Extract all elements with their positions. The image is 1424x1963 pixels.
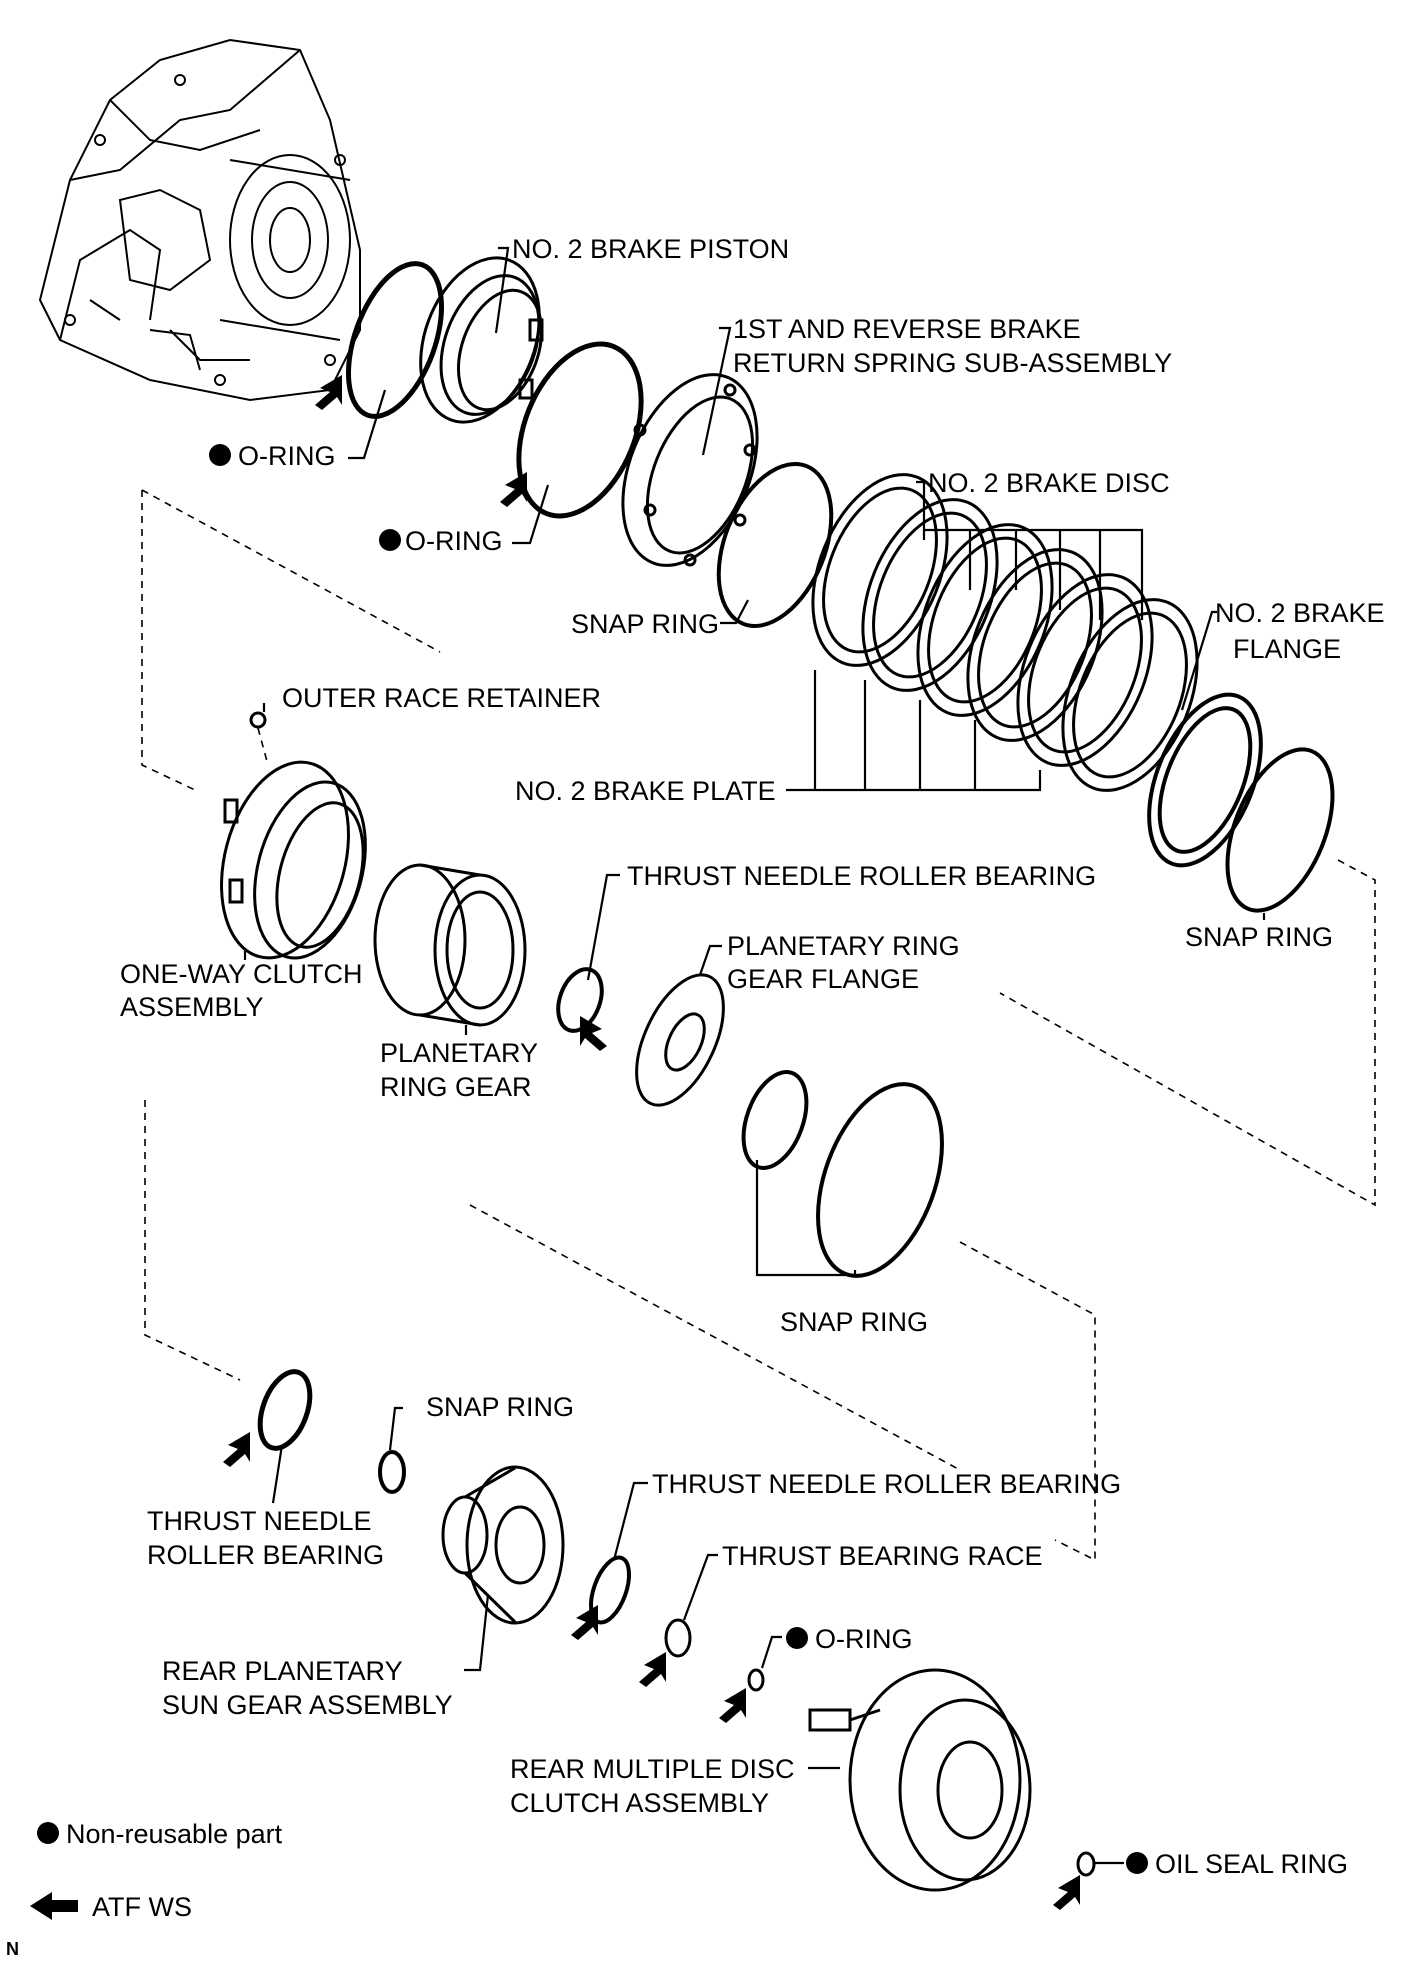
label-no2-brake-flange-line2: FLANGE <box>1233 634 1341 664</box>
planetary-flange-part <box>635 973 725 1107</box>
label-planetary-ring-line1: PLANETARY <box>380 1038 538 1068</box>
brake-flange-part <box>1147 692 1263 868</box>
label-thrust-race: THRUST BEARING RACE <box>722 1541 1043 1571</box>
brake-piston-part <box>419 256 544 424</box>
snap-ring-4-part <box>816 1082 944 1278</box>
legend: Non-reusable part ATF WS <box>30 1819 283 1922</box>
label-o-ring-2: O-RING <box>405 526 503 556</box>
o-ring-3-part <box>747 1668 765 1692</box>
label-thrust-needle-2-line2: ROLLER BEARING <box>147 1540 384 1570</box>
label-planetary-flange-line1: PLANETARY RING <box>727 931 960 961</box>
label-no2-brake-disc: NO. 2 BRAKE DISC <box>928 468 1170 498</box>
alignment-guides <box>141 489 1376 1562</box>
transaxle-case-illustration <box>38 38 361 402</box>
atf-arrows <box>223 375 1080 1910</box>
legend-non-reusable-icon <box>37 1822 59 1844</box>
label-planetary-ring-line2: RING GEAR <box>380 1072 532 1102</box>
label-return-spring-line1: 1ST AND REVERSE BRAKE <box>733 314 1081 344</box>
one-way-clutch-part <box>220 760 367 960</box>
label-rear-clutch-line1: REAR MULTIPLE DISC <box>510 1754 795 1784</box>
label-rear-sun-line2: SUN GEAR ASSEMBLY <box>162 1690 453 1720</box>
legend-atf-label: ATF WS <box>92 1892 192 1922</box>
label-snap-ring-1: SNAP RING <box>571 609 719 639</box>
o-ring-1-part <box>346 261 444 419</box>
label-oil-seal-ring: OIL SEAL RING <box>1155 1849 1348 1879</box>
label-no2-brake-flange-line1: NO. 2 BRAKE <box>1215 598 1385 628</box>
non-reusable-dot-3 <box>786 1627 808 1649</box>
label-thrust-needle-3: THRUST NEEDLE ROLLER BEARING <box>652 1469 1121 1499</box>
label-planetary-flange-line2: GEAR FLANGE <box>727 964 919 994</box>
label-no2-brake-plate: NO. 2 BRAKE PLATE <box>515 776 776 806</box>
label-thrust-needle-1: THRUST NEEDLE ROLLER BEARING <box>627 861 1096 891</box>
snap-ring-2-part <box>1225 747 1335 913</box>
label-rear-sun-line1: REAR PLANETARY <box>162 1656 403 1686</box>
non-reusable-dot-1 <box>209 444 231 466</box>
label-snap-ring-4: SNAP RING <box>426 1392 574 1422</box>
label-o-ring-1: O-RING <box>238 441 336 471</box>
thrust-bearing-2-part <box>257 1369 313 1451</box>
return-spring-part <box>621 373 759 567</box>
legend-atf-arrow-icon <box>30 1892 78 1920</box>
diagram-code: N <box>6 1939 19 1959</box>
rear-clutch-part <box>808 1668 1032 1892</box>
non-reusable-dot-2 <box>379 529 401 551</box>
brake-disc-stack-part <box>811 473 1199 792</box>
label-rear-clutch-line2: CLUTCH ASSEMBLY <box>510 1788 769 1818</box>
thrust-bearing-1-part <box>556 967 604 1033</box>
label-snap-ring-3: SNAP RING <box>780 1307 928 1337</box>
thrust-bearing-3-part <box>588 1555 632 1625</box>
thrust-race-part <box>664 1618 692 1658</box>
label-thrust-needle-2-line1: THRUST NEEDLE <box>147 1506 372 1536</box>
oil-seal-ring-part <box>1076 1851 1096 1877</box>
outer-race-retainer-part <box>249 711 267 729</box>
label-one-way-line2: ASSEMBLY <box>120 992 264 1022</box>
label-snap-ring-2: SNAP RING <box>1185 922 1333 952</box>
label-outer-race-retainer: OUTER RACE RETAINER <box>282 683 601 713</box>
o-ring-2-part <box>516 341 644 519</box>
snap-ring-5-part <box>378 1450 406 1494</box>
rear-sun-gear-part <box>441 1465 565 1625</box>
snap-ring-3-part <box>741 1070 809 1170</box>
label-o-ring-3: O-RING <box>815 1624 913 1654</box>
label-no2-brake-piston: NO. 2 BRAKE PISTON <box>512 234 789 264</box>
label-one-way-line1: ONE-WAY CLUTCH <box>120 959 363 989</box>
snap-ring-1-part <box>716 461 834 629</box>
non-reusable-dot-4 <box>1126 1852 1148 1874</box>
label-return-spring-line2: RETURN SPRING SUB-ASSEMBLY <box>733 348 1172 378</box>
leader-lines <box>243 246 1266 1865</box>
planetary-ring-gear-part <box>373 863 527 1027</box>
legend-non-reusable-label: Non-reusable part <box>66 1819 283 1849</box>
